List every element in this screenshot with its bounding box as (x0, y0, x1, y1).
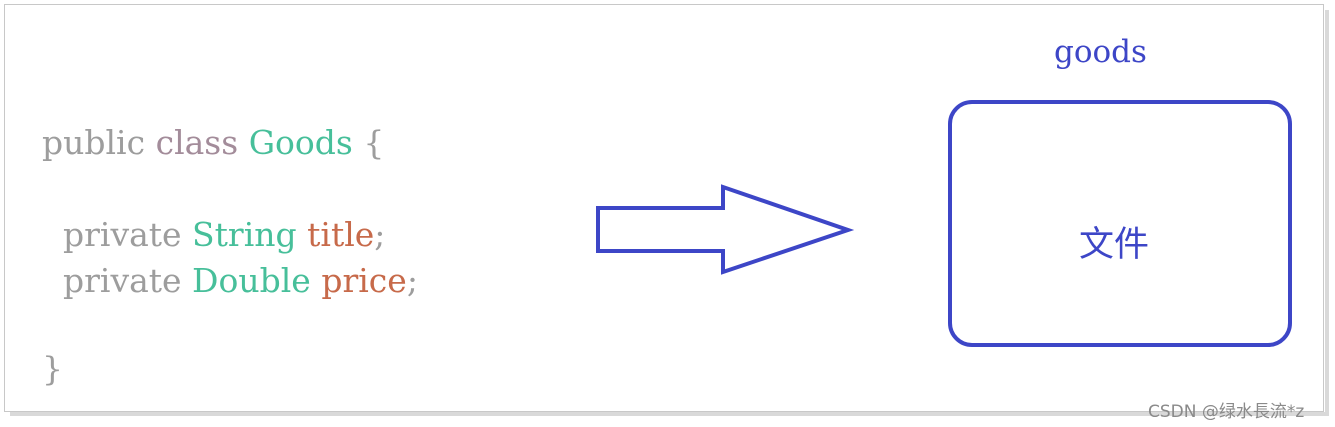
field-title: title (307, 215, 375, 254)
semicolon: ; (374, 215, 386, 254)
type-string: String (192, 215, 297, 254)
modifier-private: private (62, 261, 182, 300)
watermark: CSDN @绿水長流*z (1148, 402, 1305, 422)
right-arrow-icon (596, 184, 855, 275)
code-line-price-field: private Double price; (42, 264, 418, 297)
field-price: price (321, 261, 407, 300)
keyword-class: class (155, 123, 239, 162)
storage-label: goods (1054, 34, 1147, 70)
close-brace: } (42, 349, 63, 388)
file-box-text: 文件 (1079, 225, 1150, 265)
open-brace: { (363, 123, 385, 162)
frame-shadow-right (1325, 10, 1329, 416)
code-line-title-field: private String title; (42, 218, 385, 251)
frame-shadow-bottom (10, 412, 1329, 416)
type-double: Double (192, 261, 311, 300)
modifier-private: private (62, 215, 182, 254)
code-line-class-decl: public class Goods { (42, 126, 384, 159)
class-name: Goods (248, 123, 353, 162)
semicolon: ; (406, 261, 418, 300)
keyword-public: public (42, 123, 146, 162)
code-line-close: } (42, 352, 63, 385)
file-box (948, 100, 1292, 347)
